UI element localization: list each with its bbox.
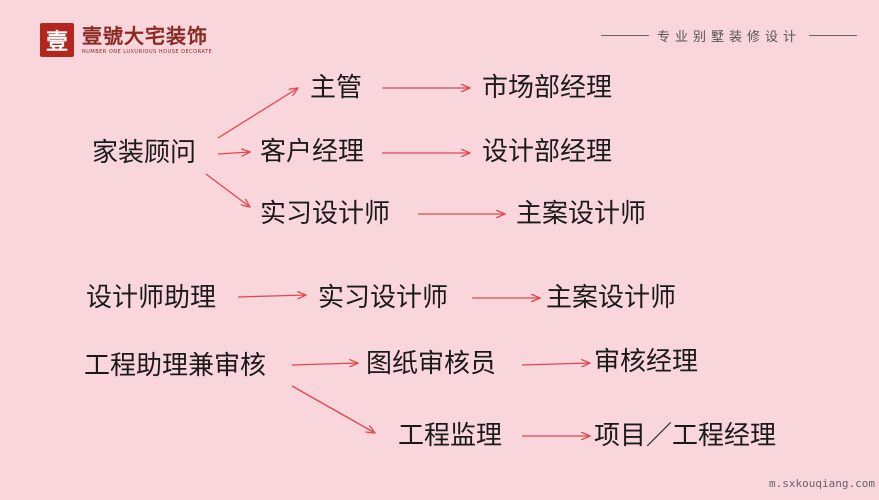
node-account-manager: 客户经理 — [260, 137, 365, 167]
logo-subtitle: NUMBER ONE LUXURIOUS HOUSE DECORATE — [82, 49, 213, 55]
node-project-manager: 项目／工程经理 — [594, 421, 777, 451]
logo-icon: 壹 — [40, 23, 74, 57]
tagline-left-rule — [600, 35, 649, 36]
logo-text: 壹號大宅装饰 NUMBER ONE LUXURIOUS HOUSE DECORA… — [82, 25, 212, 55]
node-engineering-assistant: 工程助理兼审核 — [84, 351, 267, 381]
tagline-text: 专业别墅装修设计 — [656, 30, 801, 45]
node-market-manager: 市场部经理 — [482, 73, 613, 103]
tagline: 专业别墅装修设计 — [593, 26, 865, 45]
node-drawing-reviewer: 图纸审核员 — [366, 349, 497, 379]
watermark: m.sxkouqiang.com — [769, 477, 875, 490]
arrow-engineering-to-drawing-reviewer — [291, 363, 358, 365]
logo-name: 壹號大宅装饰 — [82, 24, 208, 48]
node-intern-designer-1: 实习设计师 — [260, 199, 391, 229]
node-engineering-supervisor: 工程监理 — [398, 421, 503, 451]
node-home-consultant: 家装顾问 — [92, 138, 197, 168]
arrow-consultant-to-supervisor — [217, 88, 298, 139]
logo: 壹 壹號大宅装饰 NUMBER ONE LUXURIOUS HOUSE DECO… — [40, 23, 212, 57]
node-supervisor: 主管 — [310, 73, 363, 103]
node-intern-designer-2: 实习设计师 — [318, 283, 449, 313]
tagline-right-rule — [809, 35, 857, 36]
node-designer-assistant: 设计师助理 — [86, 283, 217, 313]
node-review-manager: 审核经理 — [594, 347, 699, 377]
arrow-consultant-to-account-manager — [217, 152, 250, 154]
arrow-consultant-to-intern-designer — [205, 173, 250, 207]
node-design-manager: 设计部经理 — [482, 137, 613, 167]
arrow-engineering-to-supervisor — [291, 385, 375, 433]
node-lead-designer-1: 主案设计师 — [516, 199, 647, 229]
node-lead-designer-2: 主案设计师 — [546, 283, 677, 313]
arrow-assistant-to-intern-designer — [237, 295, 306, 297]
arrow-reviewer-to-review-manager — [521, 363, 590, 365]
